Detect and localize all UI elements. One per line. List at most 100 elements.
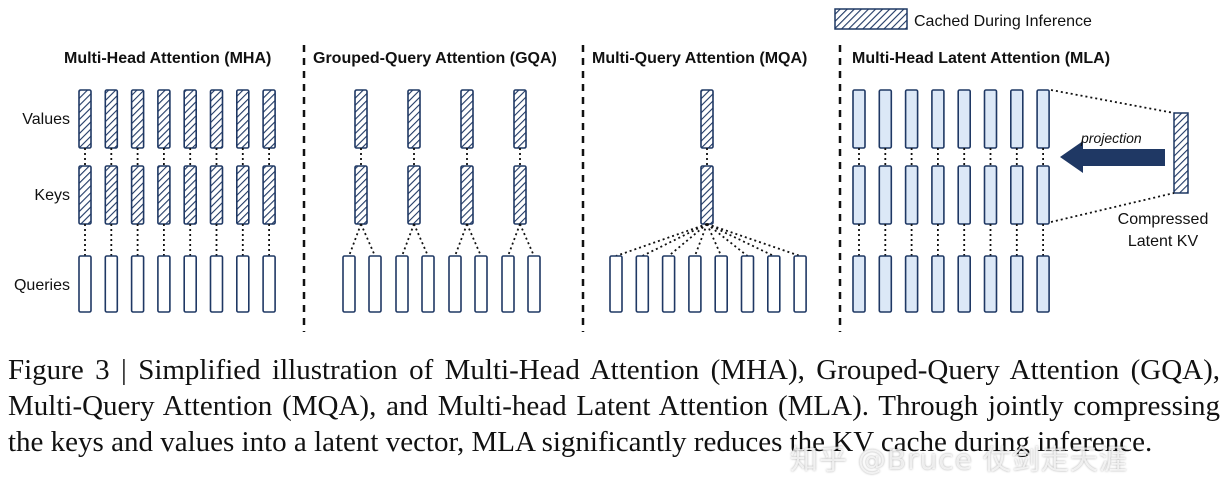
mla-key-head xyxy=(904,165,919,225)
mla-key-head xyxy=(983,165,998,225)
latent-kv-block xyxy=(1173,112,1189,194)
mla-key-head xyxy=(878,165,893,225)
gqa-query-head xyxy=(448,255,462,313)
mqa-key-query-link xyxy=(706,223,801,257)
mha-query-head xyxy=(209,255,224,313)
mla-query-head xyxy=(957,255,972,313)
panel-title-mha: Multi-Head Attention (MHA) xyxy=(64,50,271,67)
mqa-value-head xyxy=(700,89,714,149)
mla-value-head xyxy=(957,89,972,149)
panel-title-gqa: Grouped-Query Attention (GQA) xyxy=(313,50,557,67)
projection-label: projection xyxy=(1080,130,1142,146)
mqa-query-head xyxy=(661,255,676,313)
mha-query-head xyxy=(236,255,250,313)
watermark: 知乎 @Bruce 仗剑走天涯 xyxy=(790,443,1128,476)
attention-diagram: Cached During Inference Values Keys Quer… xyxy=(14,8,1209,332)
mha-key-head xyxy=(78,165,92,225)
panel-title-mla: Multi-Head Latent Attention (MLA) xyxy=(852,50,1110,67)
mla-value-head xyxy=(904,89,919,149)
gqa-key-query-link xyxy=(401,223,415,257)
mqa-query-head xyxy=(740,255,755,313)
mha-value-head xyxy=(183,89,197,149)
mla-value-head xyxy=(1009,89,1024,149)
mha-query-head xyxy=(262,255,276,313)
mla-query-head xyxy=(852,255,866,313)
mqa-query-head xyxy=(688,255,702,313)
mqa-key-query-link xyxy=(706,223,775,257)
projection-line-top xyxy=(1050,89,1175,114)
mla-value-head xyxy=(983,89,998,149)
mha-query-head xyxy=(157,255,171,313)
mqa-key-head xyxy=(700,165,714,225)
gqa-key-query-link xyxy=(454,223,468,257)
mha-query-head xyxy=(78,255,92,313)
mla-query-head xyxy=(904,255,919,313)
mqa-key-query-link xyxy=(641,223,708,257)
gqa-key-query-link xyxy=(466,223,482,257)
mqa-query-head xyxy=(609,255,623,313)
mla-query-head xyxy=(983,255,998,313)
gqa-key-query-link xyxy=(360,223,376,257)
gqa-query-head xyxy=(368,255,382,313)
mla-query-head xyxy=(1036,255,1050,313)
gqa-query-head xyxy=(395,255,409,313)
mha-query-head xyxy=(183,255,197,313)
mla-value-head xyxy=(931,89,945,149)
mla-value-head xyxy=(878,89,893,149)
mla-query-head xyxy=(931,255,945,313)
latent-label-line1: Compressed xyxy=(1118,211,1209,228)
projection-arrow xyxy=(1060,141,1165,173)
legend-label: Cached During Inference xyxy=(914,13,1092,30)
mla-key-head xyxy=(957,165,972,225)
mha-value-head xyxy=(157,89,171,149)
mha-key-head xyxy=(236,165,250,225)
mla-key-head xyxy=(931,165,945,225)
mla-key-head xyxy=(1036,165,1050,225)
gqa-key-query-link xyxy=(413,223,429,257)
gqa-query-head xyxy=(342,255,356,313)
gqa-query-head xyxy=(474,255,488,313)
mqa-key-query-link xyxy=(706,223,749,257)
mqa-key-query-link xyxy=(668,223,708,257)
gqa-query-head xyxy=(527,255,541,313)
mqa-query-head xyxy=(766,255,781,313)
gqa-key-head xyxy=(354,165,368,225)
latent-label-line2: Latent KV xyxy=(1128,233,1199,250)
mla-query-head xyxy=(878,255,893,313)
mha-key-head xyxy=(157,165,171,225)
gqa-key-head xyxy=(513,165,527,225)
mha-key-head xyxy=(183,165,197,225)
gqa-value-head xyxy=(513,89,527,149)
mha-value-head xyxy=(209,89,224,149)
gqa-value-head xyxy=(354,89,368,149)
mqa-query-head xyxy=(714,255,729,313)
mha-value-head xyxy=(236,89,250,149)
mqa-key-query-link xyxy=(615,223,708,257)
row-label-keys: Keys xyxy=(34,187,70,204)
mha-key-head xyxy=(262,165,276,225)
row-label-values: Values xyxy=(22,111,70,128)
mqa-query-head xyxy=(635,255,650,313)
gqa-query-head xyxy=(501,255,515,313)
mqa-query-head xyxy=(793,255,807,313)
mha-value-head xyxy=(262,89,276,149)
mqa-key-query-link xyxy=(706,223,723,257)
mha-value-head xyxy=(104,89,119,149)
gqa-key-query-link xyxy=(507,223,521,257)
mla-key-head xyxy=(852,165,866,225)
gqa-query-head xyxy=(421,255,435,313)
mla-key-head xyxy=(1009,165,1024,225)
gqa-value-head xyxy=(460,89,474,149)
gqa-key-head xyxy=(460,165,474,225)
mla-value-head xyxy=(1036,89,1050,149)
gqa-value-head xyxy=(407,89,421,149)
gqa-key-query-link xyxy=(519,223,535,257)
figure-caption: Figure 3 | Simplified illustration of Mu… xyxy=(8,354,1220,458)
legend-swatch xyxy=(834,8,908,30)
mha-query-head xyxy=(104,255,119,313)
projection-line-bottom xyxy=(1050,192,1175,223)
mha-key-head xyxy=(130,165,145,225)
mha-key-head xyxy=(104,165,119,225)
mla-value-head xyxy=(852,89,866,149)
gqa-key-head xyxy=(407,165,421,225)
